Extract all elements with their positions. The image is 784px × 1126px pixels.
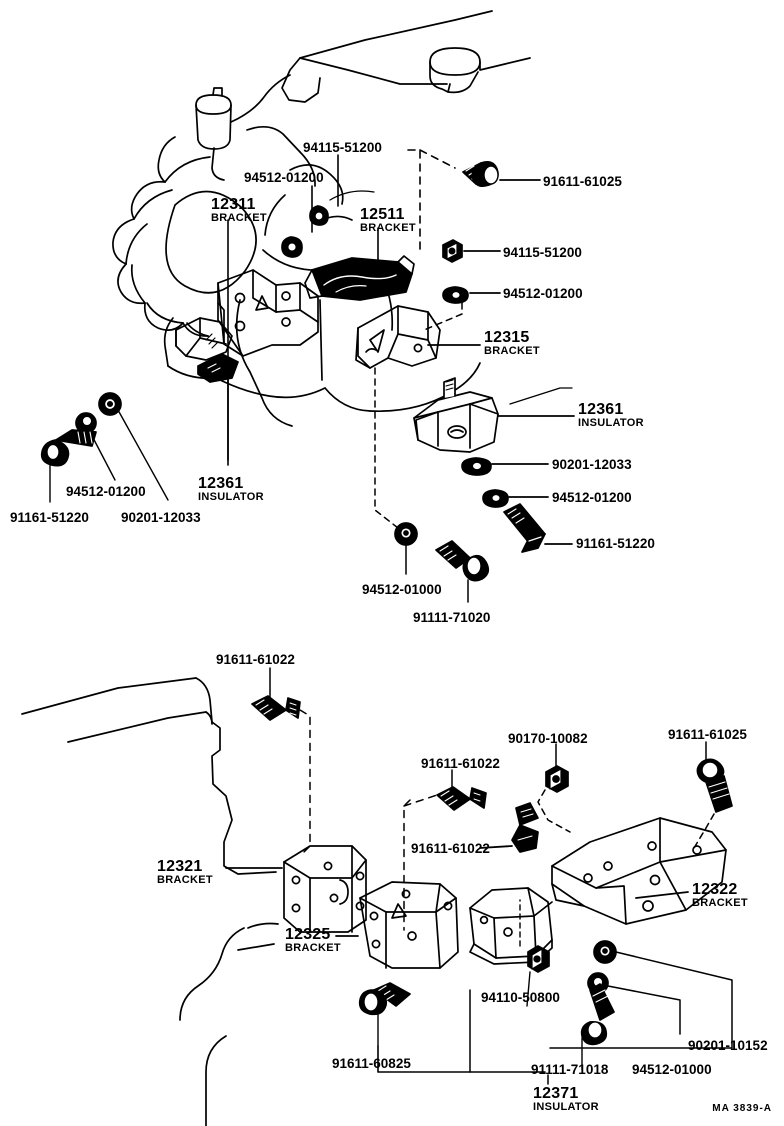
part-code-94115-51200-mid: 94115-51200 [503, 245, 582, 260]
part-number-12371: 12371 [533, 1085, 579, 1102]
part-number-12511: 12511 [360, 206, 405, 223]
part-number-12361-left: 12361 [198, 475, 244, 492]
part-label-12361-insulator-right: 12361 INSULATOR [578, 402, 644, 429]
part-number-12322: 12322 [692, 881, 738, 898]
part-code-94512-01000-upper: 94512-01000 [362, 582, 442, 597]
part-label-12325-bracket: 12325 BRACKET [285, 927, 341, 954]
part-label-12322-bracket: 12322 BRACKET [692, 882, 748, 909]
part-code-91161-51220-left: 91161-51220 [10, 510, 89, 525]
part-number-12315: 12315 [484, 329, 530, 346]
part-type-12321: BRACKET [157, 874, 213, 886]
part-type-12361-left: INSULATOR [198, 491, 264, 503]
part-code-91161-51220-right: 91161-51220 [576, 536, 655, 551]
part-label-12315-bracket: 12315 BRACKET [484, 330, 540, 357]
part-code-91611-60825: 91611-60825 [332, 1056, 411, 1071]
part-code-94512-01200-right: 94512-01200 [552, 490, 632, 505]
part-type-12511: BRACKET [360, 222, 416, 234]
part-label-12321-bracket: 12321 BRACKET [157, 859, 213, 886]
part-number-12325: 12325 [285, 926, 331, 943]
part-code-94110-50800: 94110-50800 [481, 990, 560, 1005]
part-code-94512-01200-left: 94512-01200 [66, 484, 146, 499]
part-code-90201-12033-right: 90201-12033 [552, 457, 632, 472]
part-label-12511-bracket: 12511 BRACKET [360, 207, 416, 234]
part-type-12325: BRACKET [285, 942, 341, 954]
part-code-91111-71018: 91111-71018 [531, 1062, 609, 1077]
part-code-91111-71020: 91111-71020 [413, 610, 491, 625]
part-code-91611-61022-mid: 91611-61022 [421, 756, 500, 771]
part-label-12311-bracket: 12311 BRACKET [211, 197, 267, 224]
part-code-94115-51200-top: 94115-51200 [303, 140, 382, 155]
part-code-90201-10152: 90201-10152 [688, 1038, 768, 1053]
part-number-12321: 12321 [157, 858, 203, 875]
part-number-12361-right: 12361 [578, 401, 624, 418]
part-code-94512-01200-top: 94512-01200 [244, 170, 324, 185]
part-number-12311: 12311 [211, 196, 256, 213]
figure-code: MA 3839-A [712, 1103, 772, 1114]
part-type-12371: INSULATOR [533, 1101, 599, 1113]
part-code-90201-12033-left: 90201-12033 [121, 510, 201, 525]
part-label-12361-insulator-left: 12361 INSULATOR [198, 476, 264, 503]
part-code-94512-01000-lower: 94512-01000 [632, 1062, 712, 1077]
part-code-90170-10082: 90170-10082 [508, 731, 588, 746]
part-label-12371-insulator: 12371 INSULATOR [533, 1086, 599, 1113]
part-type-12315: BRACKET [484, 345, 540, 357]
part-code-91611-61025-lower: 91611-61025 [668, 727, 747, 742]
part-code-94512-01200-mid: 94512-01200 [503, 286, 583, 301]
part-type-12311: BRACKET [211, 212, 267, 224]
part-code-91611-61022-topleft: 91611-61022 [216, 652, 295, 667]
part-type-12322: BRACKET [692, 897, 748, 909]
part-code-91611-61025-upper: 91611-61025 [543, 174, 622, 189]
part-type-12361-right: INSULATOR [578, 417, 644, 429]
part-code-91611-61022-low: 91611-61022 [411, 841, 490, 856]
